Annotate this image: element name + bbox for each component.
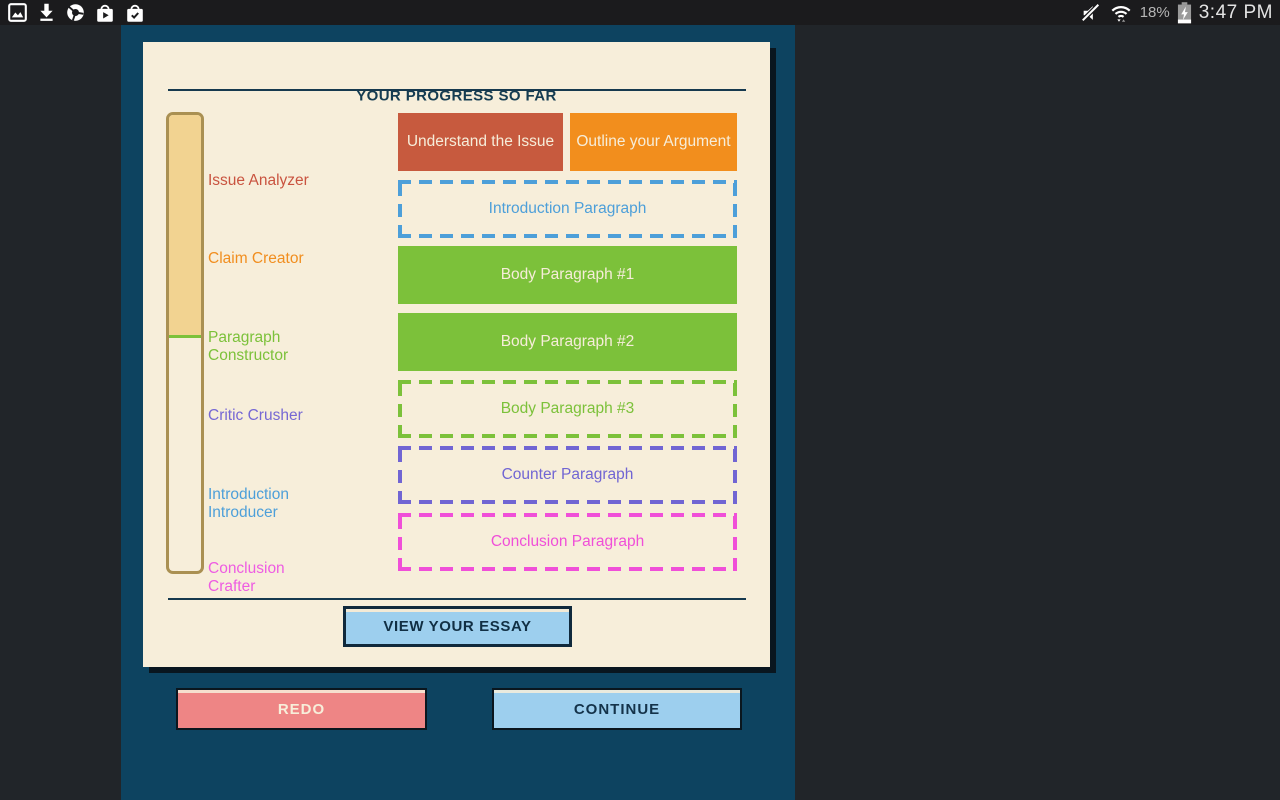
page-title: YOUR PROGRESS SO FAR bbox=[356, 87, 557, 105]
continue-button[interactable]: CONTINUE bbox=[492, 688, 742, 730]
step-understand-the-issue: Understand the Issue bbox=[398, 113, 563, 171]
tasks-done-icon bbox=[124, 2, 146, 24]
chrome-icon bbox=[65, 2, 86, 23]
progress-fill bbox=[169, 115, 201, 339]
step-outline-your-argument: Outline your Argument bbox=[570, 113, 737, 171]
step-body-paragraph-2: Body Paragraph #2 bbox=[398, 313, 737, 371]
divider-bottom bbox=[168, 598, 746, 600]
view-essay-button[interactable]: VIEW YOUR ESSAY bbox=[343, 606, 572, 647]
milestone-issue-analyzer: Issue Analyzer bbox=[208, 172, 309, 189]
step-body-paragraph-3: Body Paragraph #3 bbox=[398, 380, 737, 438]
divider-top bbox=[168, 89, 746, 91]
step-conclusion-paragraph: Conclusion Paragraph bbox=[398, 513, 737, 571]
progress-bar-track bbox=[166, 112, 204, 574]
gallery-icon bbox=[7, 2, 28, 23]
battery-percent: 18% bbox=[1139, 4, 1170, 21]
step-introduction-paragraph: Introduction Paragraph bbox=[398, 180, 737, 238]
redo-button[interactable]: REDO bbox=[176, 688, 427, 730]
progress-panel: YOUR PROGRESS SO FAR Issue Analyzer Clai… bbox=[143, 42, 770, 667]
milestone-introduction-introducer: Introduction Introducer bbox=[208, 486, 289, 521]
volume-muted-icon bbox=[1080, 2, 1102, 24]
milestone-paragraph-constructor: Paragraph Constructor bbox=[208, 329, 289, 364]
download-icon bbox=[36, 2, 57, 23]
wifi-icon bbox=[1109, 2, 1133, 24]
status-bar: 18% 3:47 PM bbox=[0, 0, 1280, 25]
clock: 3:47 PM bbox=[1198, 1, 1273, 23]
milestone-claim-creator: Claim Creator bbox=[208, 250, 304, 267]
battery-charging-icon bbox=[1177, 1, 1192, 24]
milestone-critic-crusher: Critic Crusher bbox=[208, 407, 303, 424]
milestone-conclusion-crafter: Conclusion Crafter bbox=[208, 560, 285, 595]
play-store-icon bbox=[94, 2, 116, 24]
step-body-paragraph-1: Body Paragraph #1 bbox=[398, 246, 737, 304]
system-status-icons: 18% 3:47 PM bbox=[1080, 2, 1273, 24]
notification-icons bbox=[7, 2, 146, 24]
step-counter-paragraph: Counter Paragraph bbox=[398, 446, 737, 504]
